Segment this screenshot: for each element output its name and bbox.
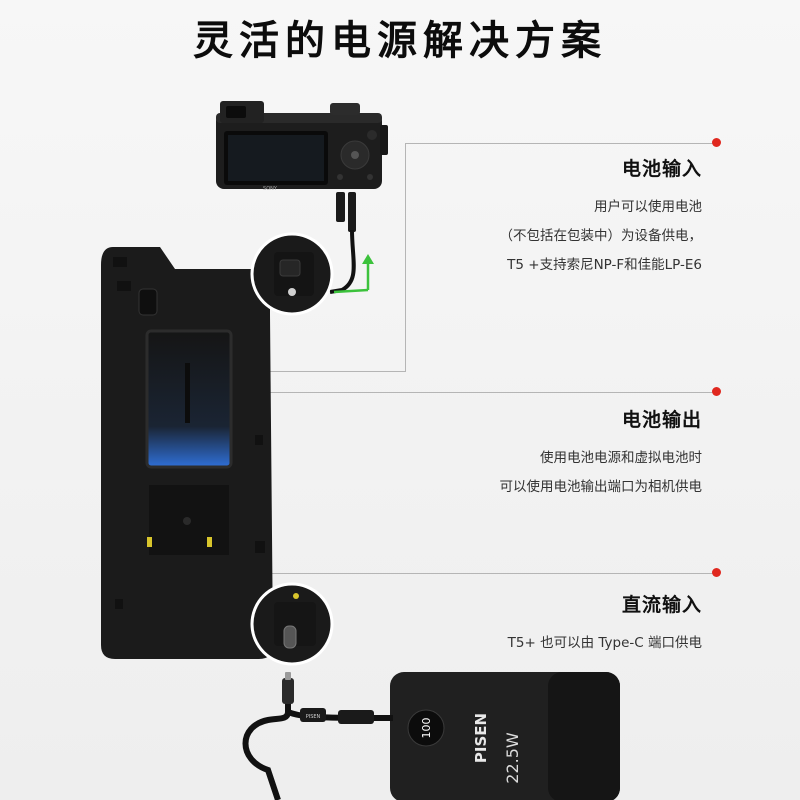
feature-line: 可以使用电池输出端口为相机供电 [499, 479, 703, 495]
leader-line-input-h1 [405, 143, 717, 144]
marker-dot-dc [712, 568, 721, 577]
leader-line-input-v [405, 143, 406, 371]
powerbank-power-text: 22.5W [503, 732, 522, 784]
leader-line-input-h2 [220, 371, 406, 372]
usb-cable: PISEN [242, 672, 393, 800]
feature-line: 使用电池电源和虚拟电池时 [540, 450, 702, 466]
camera-cable [329, 192, 374, 294]
feature-battery-input: 电池输入 用户可以使用电池 （不包括在包装中）为设备供电， T5 +支持索尼NP… [500, 154, 703, 280]
power-bank: 100 PISEN 22.5W [390, 672, 620, 800]
feature-line: T5 +支持索尼NP-F和佳能LP-E6 [507, 257, 702, 273]
feature-dc-input: 直流输入 T5+ 也可以由 Type-C 端口供电 [508, 590, 702, 658]
feature-title: 直流输入 [621, 594, 702, 616]
leader-line-output [196, 392, 717, 393]
camera-illustration: SONY [216, 101, 388, 192]
feature-line: 用户可以使用电池 [594, 199, 702, 215]
zoom-port-input [250, 232, 334, 316]
feature-title: 电池输入 [621, 158, 702, 180]
feature-line: （不包括在包装中）为设备供电， [499, 228, 703, 244]
cable-brand-text: PISEN [306, 714, 321, 720]
battery-plate-device [101, 247, 273, 659]
leader-line-dc [205, 573, 717, 574]
powerbank-brand-text: PISEN [472, 713, 490, 763]
zoom-port-dc [250, 582, 334, 666]
feature-battery-output: 电池输出 使用电池电源和虚拟电池时 可以使用电池输出端口为相机供电 [500, 405, 703, 502]
feature-line: T5+ 也可以由 Type-C 端口供电 [507, 635, 702, 651]
feature-title: 电池输出 [621, 409, 702, 431]
powerbank-display-text: 100 [420, 718, 433, 739]
marker-dot-input [712, 138, 721, 147]
marker-dot-output [712, 387, 721, 396]
page-title: 灵活的电源解决方案 [193, 18, 607, 64]
camera-brand-text: SONY [263, 186, 278, 192]
